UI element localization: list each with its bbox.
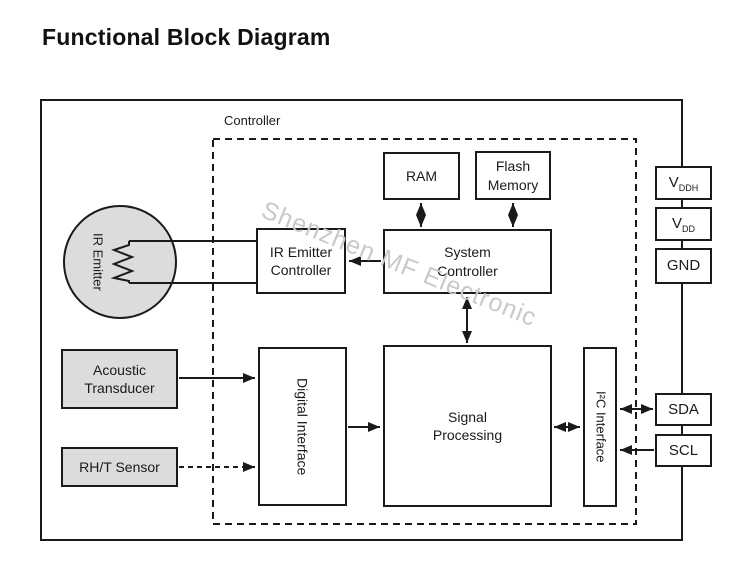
block-signal-processing-label: Signal Processing (432, 408, 503, 443)
controller-region-label: Controller (224, 113, 281, 128)
block-system-controller: System Controller (383, 229, 552, 294)
block-digital-interface-label: Digital Interface (294, 377, 311, 476)
pin-vdd: VDD (655, 207, 712, 241)
block-acoustic-transducer-label: Acoustic Transducer (84, 361, 155, 396)
pin-scl-label: SCL (668, 441, 699, 459)
page-title: Functional Block Diagram (42, 24, 331, 50)
controller-dashed-boundary (212, 138, 637, 525)
pin-sda-label: SDA (668, 400, 699, 418)
block-signal-processing: Signal Processing (383, 345, 552, 507)
block-rht-sensor: RH/T Sensor (61, 447, 178, 487)
pin-scl: SCL (655, 434, 712, 467)
pin-gnd: GND (655, 248, 712, 284)
block-ram-label: RAM (405, 167, 438, 184)
block-i2c-interface: I²C Interface (583, 347, 617, 507)
block-i2c-interface-label: I²C Interface (593, 391, 609, 463)
pin-vdd-label: VDD (671, 215, 695, 234)
block-flash-memory-label: Flash Memory (487, 158, 539, 193)
block-ir-emitter-controller: IR Emitter Controller (256, 228, 346, 294)
resistor-icon (110, 241, 135, 283)
block-system-controller-label: System Controller (437, 244, 498, 279)
block-digital-interface: Digital Interface (258, 347, 347, 506)
pin-sda: SDA (655, 393, 712, 426)
pin-vddh-label: VDDH (668, 174, 699, 193)
outer-frame (40, 99, 683, 541)
block-acoustic-transducer: Acoustic Transducer (61, 349, 178, 409)
block-ir-emitter-controller-label: IR Emitter Controller (269, 243, 333, 278)
block-flash-memory: Flash Memory (475, 151, 551, 200)
pin-vddh: VDDH (655, 166, 712, 200)
block-rht-sensor-label: RH/T Sensor (79, 458, 160, 475)
pin-gnd-label: GND (666, 257, 701, 275)
block-ir-emitter-label: IR Emitter (90, 233, 106, 291)
block-ram: RAM (383, 152, 460, 200)
